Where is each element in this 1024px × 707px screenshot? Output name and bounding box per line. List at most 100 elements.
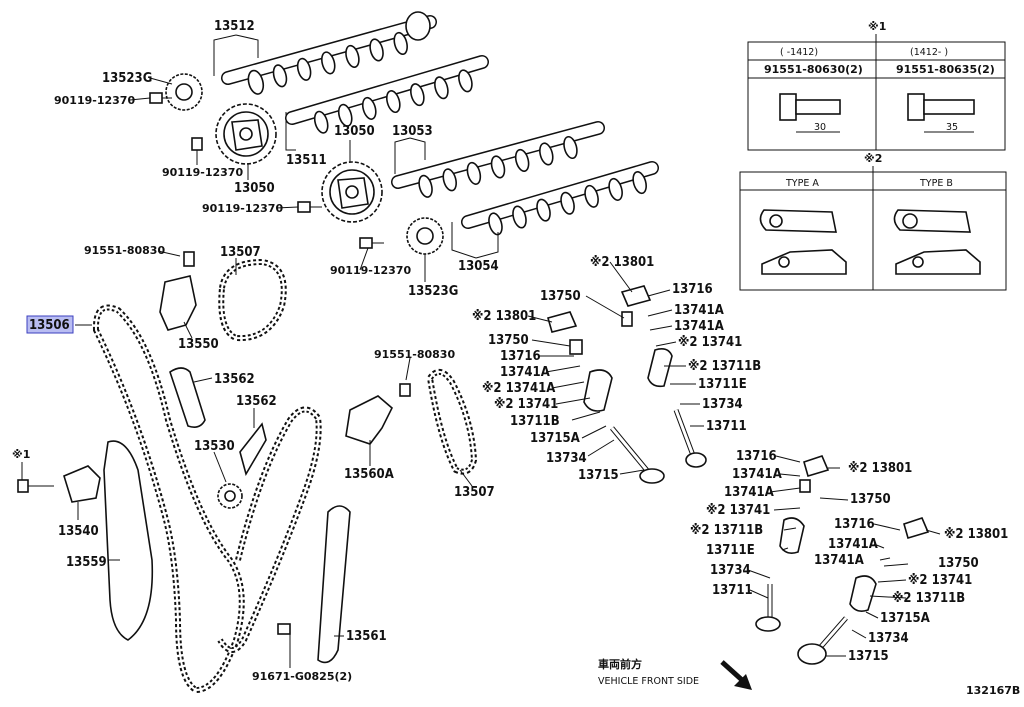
label-13550: 13550: [178, 337, 219, 352]
label-13711b: ※2 13711B: [690, 523, 763, 538]
timing-chain-13506[interactable]: [92, 304, 322, 694]
label-13734: 13734: [702, 397, 743, 412]
rocker-arm-type-a-icon: [759, 209, 847, 275]
label-13741a: 13741A: [674, 303, 724, 318]
camshaft-intake-lower[interactable]: [391, 121, 605, 199]
label-13711b: ※2 13711B: [688, 359, 761, 374]
note-box-1-col1-header: ( -1412): [780, 47, 818, 58]
arrow-front-icon: [720, 660, 752, 690]
camshaft-intake-upper[interactable]: [221, 11, 437, 96]
gasket-13507-lower[interactable]: [426, 369, 478, 475]
tensioner-13540[interactable]: [17, 465, 101, 503]
label-13750: 13750: [850, 492, 891, 507]
vvt-gear-lower[interactable]: [321, 161, 383, 223]
label-90119-12370: 90119-12370: [54, 94, 135, 107]
label-13741: ※2 13741: [494, 397, 558, 412]
valve-cluster-upper[interactable]: [547, 285, 707, 484]
gasket-13507-upper[interactable]: [218, 258, 287, 342]
label-13512: 13512: [214, 19, 255, 34]
note-box-1-col2-part: 91551-80635(2): [896, 63, 995, 76]
note-box-2-mark: ※2: [864, 152, 882, 165]
note-box-1-mark: ※1: [868, 20, 886, 33]
label-13801: ※2 13801: [848, 461, 912, 476]
timing-sprocket-bottom[interactable]: [406, 217, 444, 255]
bolt-30-icon: [779, 93, 841, 133]
label-91551-80830: 91551-80830: [84, 244, 165, 257]
label-13715a: 13715A: [880, 611, 930, 626]
label-13715: 13715: [848, 649, 889, 664]
label-13741a: 13741A: [674, 319, 724, 334]
chain-guide-13562-upper[interactable]: [169, 367, 206, 428]
note-box-1-col2-dim: 35: [946, 122, 958, 133]
label-13741a: 13741A: [500, 365, 550, 380]
label-13715a: 13715A: [530, 431, 580, 446]
label-13801: ※2 13801: [944, 527, 1008, 542]
tensioner-13560a[interactable]: [345, 383, 411, 445]
timing-sprocket-top[interactable]: [165, 73, 203, 111]
valve-cluster-lower[interactable]: [755, 455, 930, 665]
sprocket-13530[interactable]: [217, 483, 243, 509]
label-13716: 13716: [736, 449, 777, 464]
label-91671-g0825: 91671-G0825(2): [252, 670, 352, 683]
label-13801: ※2 13801: [590, 255, 654, 270]
label-13741: ※2 13741: [706, 503, 770, 518]
label-13801: ※2 13801: [472, 309, 536, 324]
label-13506: 13506: [29, 318, 70, 333]
vehicle-front-en-label: VEHICLE FRONT SIDE: [598, 676, 699, 687]
label-13741a: 13741A: [724, 485, 774, 500]
label-13560a: 13560A: [344, 467, 394, 482]
label-13716: 13716: [834, 517, 875, 532]
label-13711b: 13711B: [510, 414, 560, 429]
label-13741a: 13741A: [814, 553, 864, 568]
highlight-13506[interactable]: 13506: [26, 315, 74, 334]
label-13741a: ※2 13741A: [482, 381, 555, 396]
bolt-icon[interactable]: [297, 201, 322, 213]
label-13716: 13716: [672, 282, 713, 297]
label-13711b: ※2 13711B: [892, 591, 965, 606]
chain-guide-13561[interactable]: [277, 505, 351, 664]
label-13711e: 13711E: [706, 543, 755, 558]
note-box-1-col1-part: 91551-80630(2): [764, 63, 863, 76]
label-13750: 13750: [540, 289, 581, 304]
label-13562: 13562: [236, 394, 277, 409]
label-90119-12370: 90119-12370: [202, 202, 283, 215]
tensioner-arm-13559[interactable]: [103, 440, 154, 641]
chain-guide-13550[interactable]: [159, 251, 197, 331]
vvt-gear-upper[interactable]: [215, 103, 277, 165]
note-box-1-col1-dim: 30: [814, 122, 826, 133]
label-13716: 13716: [500, 349, 541, 364]
note-box-2: ※2 TYPE A TYPE B: [739, 152, 1007, 291]
label-13053: 13053: [392, 124, 433, 139]
note-box-1-col2-header: (1412- ): [910, 47, 948, 58]
chain-guide-13562-lower[interactable]: [239, 422, 267, 477]
illustration-id: 132167B: [966, 684, 1020, 697]
label-13530: 13530: [194, 439, 235, 454]
rocker-arm-type-b-icon: [893, 209, 981, 275]
label-13050: 13050: [234, 181, 275, 196]
bolt-icon[interactable]: [359, 237, 384, 249]
label-13741: ※2 13741: [908, 573, 972, 588]
camshaft-exhaust-upper[interactable]: [285, 55, 489, 134]
label-13511: 13511: [286, 153, 327, 168]
label-91551-80830: 91551-80830: [374, 348, 455, 361]
label-13734: 13734: [868, 631, 909, 646]
label-13523g: 13523G: [102, 71, 152, 86]
label-13507: 13507: [220, 245, 261, 260]
vehicle-front-jp-label: 車両前方: [598, 657, 642, 671]
label-13715: 13715: [578, 468, 619, 483]
note-box-2-col1-header: TYPE A: [785, 178, 819, 189]
label-13711: 13711: [706, 419, 747, 434]
label-13734: 13734: [710, 563, 751, 578]
label-13711e: 13711E: [698, 377, 747, 392]
bolt-35-icon: [907, 93, 975, 133]
label-13540: 13540: [58, 524, 99, 539]
label-13741a: 13741A: [828, 537, 878, 552]
label-90119-12370: 90119-12370: [162, 166, 243, 179]
label-13507: 13507: [454, 485, 495, 500]
camshaft-exhaust-lower[interactable]: [461, 161, 659, 236]
label-13711: 13711: [712, 583, 753, 598]
note-box-1: ※1 ( -1412) (1412- ) 91551-80630(2) 9155…: [747, 20, 1006, 151]
label-13734: 13734: [546, 451, 587, 466]
label-13741a: 13741A: [732, 467, 782, 482]
